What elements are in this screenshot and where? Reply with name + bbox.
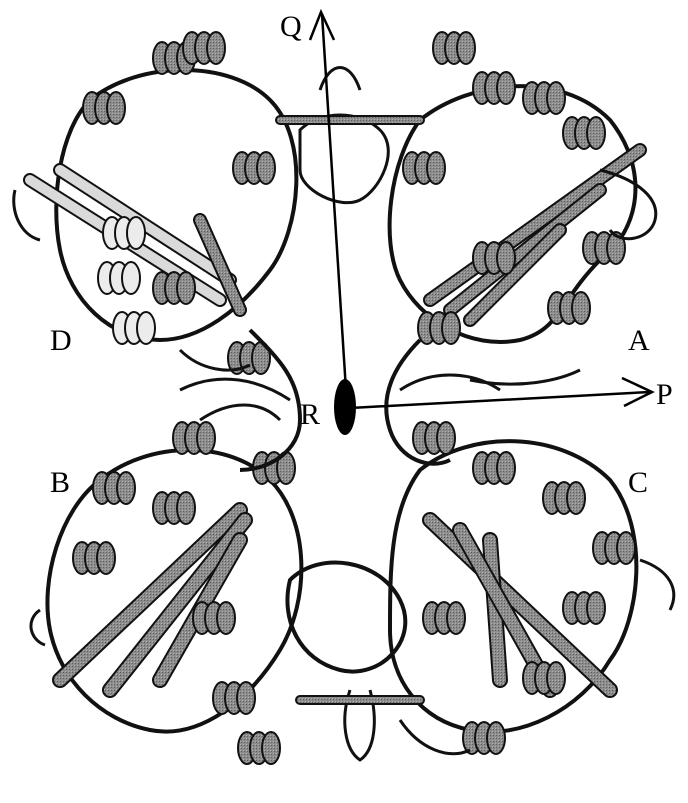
subunit-d-label: D [50,324,72,357]
subunit-b-label: B [50,466,70,499]
q-axis-label: Q [280,10,302,43]
subunit-a-label: A [628,324,650,357]
r-axis-marker [334,379,356,435]
subunit-c-label: C [628,466,648,499]
p-axis-label: P [656,378,673,411]
subunit-a-ribbon [390,32,656,384]
r-axis-label: R [300,398,320,431]
subunit-d-ribbon [14,32,297,374]
subunit-b-ribbon [31,405,301,764]
